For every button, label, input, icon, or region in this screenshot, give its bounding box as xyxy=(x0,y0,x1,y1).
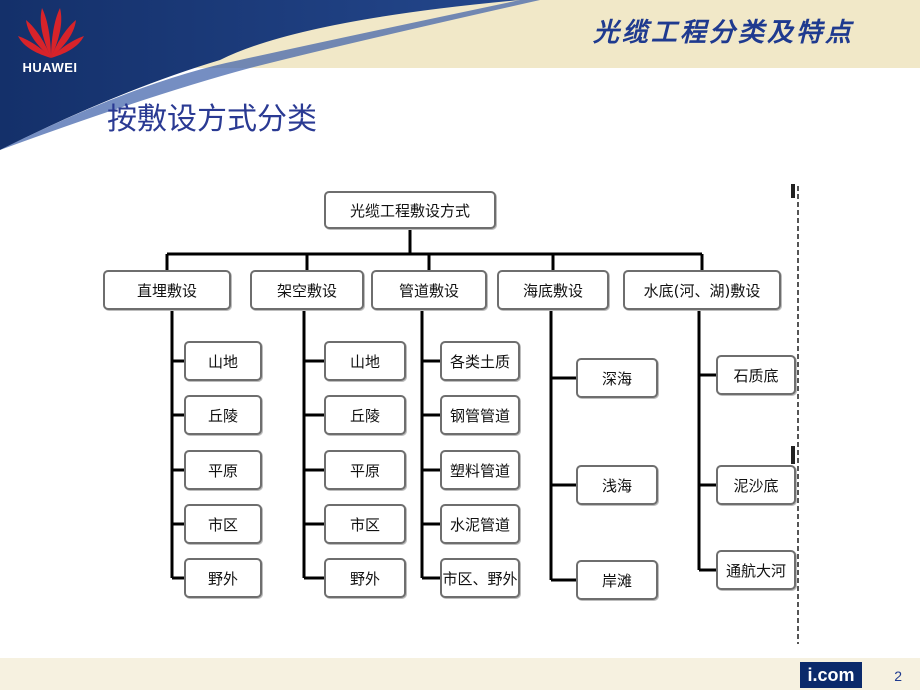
leaf-node: 山地 xyxy=(184,341,262,381)
header-background xyxy=(0,0,920,150)
leaf-node: 野外 xyxy=(184,558,262,598)
leaf-node: 丘陵 xyxy=(184,395,262,435)
slide-header: HUAWEI 光缆工程分类及特点 xyxy=(0,0,920,150)
leaf-node: 钢管管道 xyxy=(440,395,520,435)
leaf-node: 泥沙底 xyxy=(716,465,796,505)
category-node: 直埋敷设 xyxy=(103,270,231,310)
slide-title: 光缆工程分类及特点 xyxy=(592,18,854,48)
leaf-node: 通航大河 xyxy=(716,550,796,590)
leaf-node: 野外 xyxy=(324,558,406,598)
leaf-node: 浅海 xyxy=(576,465,658,505)
category-node: 海底敷设 xyxy=(497,270,609,310)
leaf-node: 各类土质 xyxy=(440,341,520,381)
category-node: 架空敷设 xyxy=(250,270,364,310)
leaf-node: 市区 xyxy=(324,504,406,544)
huawei-flower-logo-icon xyxy=(18,8,84,58)
leaf-node: 丘陵 xyxy=(324,395,406,435)
leaf-node: 水泥管道 xyxy=(440,504,520,544)
category-node: 水底(河、湖)敷设 xyxy=(623,270,781,310)
leaf-node: 塑料管道 xyxy=(440,450,520,490)
dashed-marker-line xyxy=(791,184,799,644)
leaf-node: 市区、野外 xyxy=(440,558,520,598)
root-node: 光缆工程敷设方式 xyxy=(324,191,496,229)
footer-brand: i.com xyxy=(800,662,862,688)
leaf-node: 平原 xyxy=(184,450,262,490)
leaf-node: 岸滩 xyxy=(576,560,658,600)
leaf-node: 深海 xyxy=(576,358,658,398)
leaf-node: 石质底 xyxy=(716,355,796,395)
leaf-node: 山地 xyxy=(324,341,406,381)
page-number: 2 xyxy=(894,668,902,684)
leaf-node: 平原 xyxy=(324,450,406,490)
footer-background xyxy=(0,658,920,690)
leaf-node: 市区 xyxy=(184,504,262,544)
brand-name: HUAWEI xyxy=(22,60,78,75)
section-heading: 按敷设方式分类 xyxy=(107,102,317,137)
category-node: 管道敷设 xyxy=(371,270,487,310)
footer-bar xyxy=(0,658,920,690)
